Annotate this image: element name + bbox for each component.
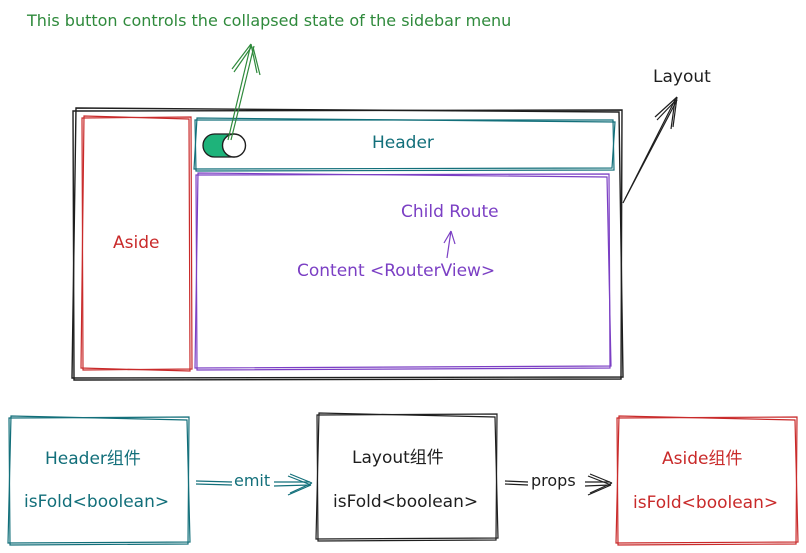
toggle-annotation-arrow xyxy=(227,43,261,141)
aside-component-prop: isFold<boolean> xyxy=(633,493,779,513)
header-label: Header xyxy=(372,133,434,153)
aside-box xyxy=(80,115,193,372)
content-routerview-label: Content <RouterView> xyxy=(297,261,496,281)
child-route-arrow xyxy=(443,230,456,259)
layout-component-box xyxy=(315,412,499,542)
toggle-switch-icon[interactable] xyxy=(202,133,247,158)
header-component-box xyxy=(7,415,191,546)
aside-label: Aside xyxy=(113,233,160,253)
header-bar xyxy=(193,117,616,172)
layout-label-arrow xyxy=(622,96,678,204)
layout-component-prop: isFold<boolean> xyxy=(333,492,479,512)
props-arrow xyxy=(504,473,613,496)
child-route-label: Child Route xyxy=(401,202,499,222)
toggle-annotation-text: This button controls the collapsed state… xyxy=(27,11,512,30)
props-label: props xyxy=(531,471,576,490)
emit-arrow xyxy=(195,473,313,496)
header-component-prop: isFold<boolean> xyxy=(24,492,170,512)
layout-frame xyxy=(71,107,624,381)
aside-component-box xyxy=(615,415,799,546)
emit-label: emit xyxy=(234,471,271,490)
aside-component-title: Aside组件 xyxy=(662,449,743,469)
header-component-title: Header组件 xyxy=(45,449,141,469)
layout-component-title: Layout组件 xyxy=(352,448,444,468)
layout-label: Layout xyxy=(653,67,711,87)
content-box xyxy=(194,172,612,371)
